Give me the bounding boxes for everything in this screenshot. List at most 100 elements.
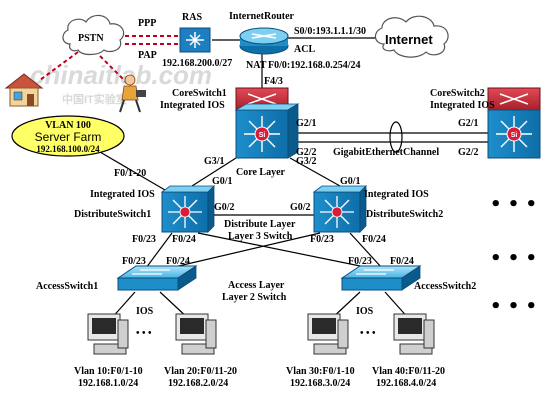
server-farm-subnet: 192.168.100.0/24 [36, 144, 100, 154]
as2-f023: F0/23 [348, 256, 372, 267]
nat-label: NAT [246, 60, 267, 71]
pc-base-icon [399, 343, 433, 355]
distribute-switch-2[interactable]: Integrated IOS DistributeSwitch2 [312, 185, 443, 233]
internet-router[interactable]: InternetRouter [229, 11, 295, 55]
laptop-icon [136, 90, 146, 97]
f43-interface: F4/3 [264, 76, 283, 87]
g02-left: G0/2 [214, 202, 235, 213]
link-core-ds1 [191, 157, 237, 187]
ds2-f024: F0/24 [362, 234, 386, 245]
router-name: InternetRouter [229, 11, 295, 22]
as1-f023: F0/23 [122, 256, 146, 267]
host-pc-3[interactable] [307, 313, 349, 355]
ds1-f024: F0/24 [172, 234, 196, 245]
ds2-os: Integrated IOS [364, 189, 429, 200]
ds2-f023: F0/23 [310, 234, 334, 245]
si-badge [254, 126, 270, 142]
ds1-f023: F0/23 [132, 234, 156, 245]
si-badge [506, 126, 522, 142]
si-badge-label: Si [259, 132, 266, 139]
more-devices-dots-2: • • • [490, 248, 537, 269]
ras-subnet: 192.168.200.0/27 [162, 58, 232, 69]
links [99, 37, 488, 321]
as2-f024: F0/24 [390, 256, 414, 267]
si-badge [179, 206, 191, 218]
pstn-cloud[interactable]: PSTN [62, 14, 125, 56]
pc-base-icon [181, 343, 215, 355]
mobile-user[interactable] [119, 74, 146, 113]
internet-label: Internet [385, 32, 433, 47]
ras-device[interactable]: RAS 192.168.200.0/27 [162, 12, 232, 69]
core-switch-1[interactable]: Si CoreSwitch1 Integrated IOS [160, 87, 300, 159]
link-serverfarm-ds1 [99, 151, 166, 191]
host-3-subnet: 192.168.3.0/24 [290, 378, 350, 389]
distribute-layer-type: Layer 3 Switch [228, 231, 293, 242]
host-ellipsis-left: • • • [136, 328, 152, 339]
access-switch-1[interactable]: AccessSwitch1 [36, 265, 198, 292]
host-pc-2[interactable] [175, 313, 217, 355]
ppp-label: PPP [138, 18, 156, 29]
si-badge-label: Si [511, 132, 518, 139]
host-1-vlan: Vlan 10:F0/1-10 [74, 366, 143, 377]
server-farm-ports: F0/1-20 [114, 168, 146, 179]
link-pstn-home [39, 51, 79, 81]
distribute-switch-1[interactable]: Integrated IOS DistributeSwitch1 [74, 185, 215, 233]
core-switch-2-name: CoreSwitch2 [430, 88, 485, 99]
server-farm-name: Server Farm [35, 130, 102, 144]
ios-right: IOS [356, 306, 374, 317]
host-2-subnet: 192.168.2.0/24 [168, 378, 228, 389]
g01-right: G0/1 [340, 176, 361, 187]
as1-name: AccessSwitch1 [36, 281, 98, 292]
home-user[interactable] [4, 73, 44, 107]
etherchannel-label: GigabitEthernetChannel [333, 147, 439, 158]
g02-right: G0/2 [290, 202, 311, 213]
core-switch-2-os: Integrated IOS [430, 100, 495, 111]
link-ds1-as1 [145, 232, 173, 269]
ds2-name: DistributeSwitch2 [366, 209, 443, 220]
ds1-os: Integrated IOS [90, 189, 155, 200]
core-switch-2[interactable]: Si CoreSwitch2 Integrated IOS [430, 87, 541, 159]
etherchannel-bundle-marker [389, 121, 403, 153]
ds1-name: DistributeSwitch1 [74, 209, 151, 220]
server-farm-ellipse [11, 115, 125, 157]
host-1-subnet: 192.168.1.0/24 [78, 378, 138, 389]
host-pc-1[interactable] [87, 313, 129, 355]
access-layer-type: Layer 2 Switch [222, 292, 287, 303]
si-badge [331, 206, 343, 218]
internet-cloud[interactable]: Internet [374, 15, 449, 58]
server-farm[interactable]: VLAN 100 Server Farm 192.168.100.0/24 [11, 115, 125, 157]
link-ds2-as1 [169, 232, 321, 269]
as2-name: AccessSwitch2 [414, 281, 476, 292]
server-farm-vlan: VLAN 100 [45, 120, 91, 131]
core-layer-label: Core Layer [236, 167, 286, 178]
s0-interface: S0/0:193.1.1.1/30 [294, 26, 366, 37]
f00-interface: F0/0:192.168.0.254/24 [268, 60, 361, 71]
host-pc-4[interactable] [393, 313, 435, 355]
link-ds1-as2 [197, 232, 371, 269]
host-3-vlan: Vlan 30:F0/1-10 [286, 366, 355, 377]
host-4-subnet: 192.168.4.0/24 [376, 378, 436, 389]
g31-interface: G3/1 [204, 156, 225, 167]
as1-f024: F0/24 [166, 256, 190, 267]
core-switch-1-os: Integrated IOS [160, 100, 225, 111]
access-layer-label: Access Layer [228, 280, 285, 291]
link-ds2-as2 [349, 232, 383, 269]
more-devices-dots-3: • • • [490, 296, 537, 317]
g21-right: G2/1 [458, 118, 479, 129]
g21-left: G2/1 [296, 118, 317, 129]
host-4-vlan: Vlan 40:F0/11-20 [372, 366, 445, 377]
pstn-label: PSTN [78, 33, 104, 44]
more-devices-dots-1: • • • [490, 194, 537, 215]
link-core-ds2 [289, 157, 341, 187]
g01-left: G0/1 [212, 176, 233, 187]
ras-label: RAS [182, 12, 202, 23]
core-switch-1-name: CoreSwitch1 [172, 88, 227, 99]
ios-left: IOS [136, 306, 154, 317]
host-ellipsis-right: • • • [360, 328, 376, 339]
pc-base-icon [313, 343, 347, 355]
access-switch-2[interactable]: AccessSwitch2 [340, 265, 476, 292]
person-icon [124, 74, 136, 86]
distribute-layer-label: Distribute Layer [224, 219, 296, 230]
watermark-subtext: 中国IT实验室 [62, 92, 127, 106]
